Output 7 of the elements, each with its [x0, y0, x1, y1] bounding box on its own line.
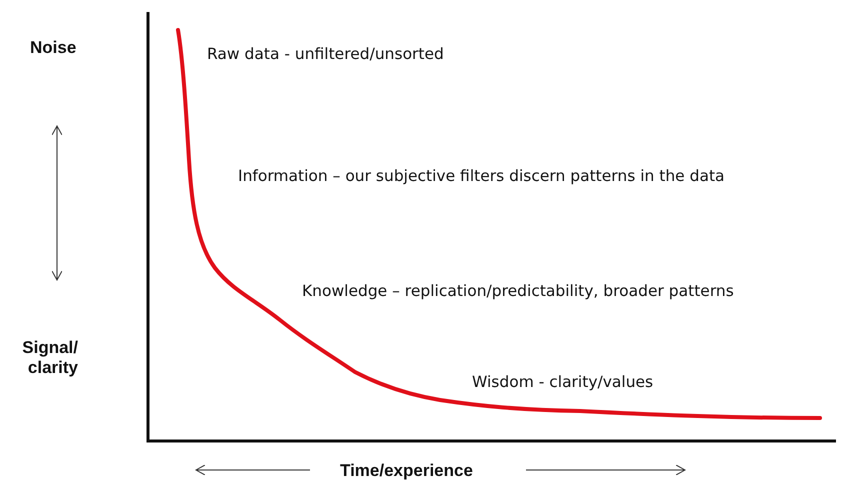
axis-label: Noise: [30, 38, 76, 58]
axis-label: Time/experience: [340, 461, 473, 482]
annotation-text: Raw data - unfiltered/unsorted: [207, 45, 444, 64]
annotation-text: Information – our subjective filters discern patterns in the data: [238, 167, 725, 186]
annotation-text: Wisdom - clarity/values: [472, 373, 654, 392]
annotation-text: Knowledge – replication/predictability, broader patterns: [302, 282, 734, 301]
axis-label: Signal/ clarity: [21, 338, 78, 379]
